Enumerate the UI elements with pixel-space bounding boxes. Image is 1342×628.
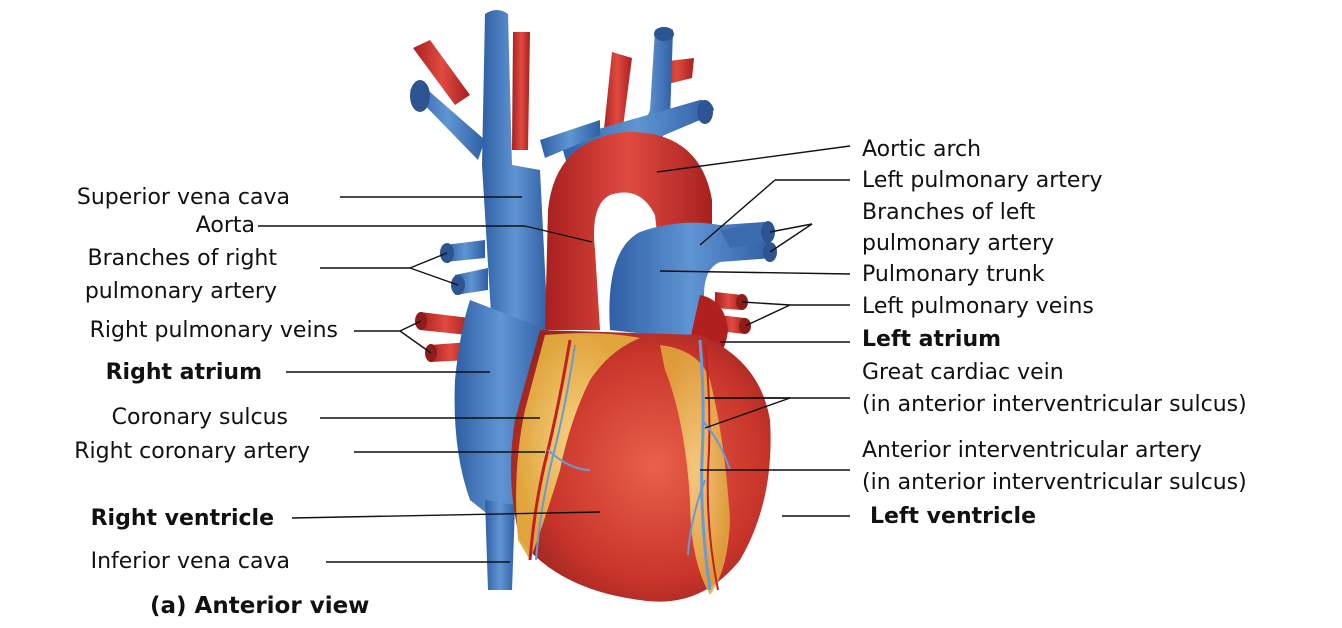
label-great-cardiac-vein-2: (in anterior interventricular sulcus) <box>862 392 1247 418</box>
label-ant-iv-artery-1: Anterior interventricular artery <box>862 438 1202 464</box>
label-branches-left-pa-2: pulmonary artery <box>862 231 1054 257</box>
label-right-ventricle: Right ventricle <box>91 506 274 532</box>
label-great-cardiac-vein-1: Great cardiac vein <box>862 360 1064 386</box>
ventricles-shape <box>511 330 771 602</box>
label-superior-vena-cava: Superior vena cava <box>77 185 290 211</box>
label-left-atrium: Left atrium <box>862 327 1001 353</box>
right-pulmonary-artery-branches <box>440 240 488 295</box>
label-branches-right-pa-1: Branches of right <box>88 246 277 272</box>
label-left-ventricle: Left ventricle <box>870 504 1036 530</box>
figure-caption: (a) Anterior view <box>150 593 369 619</box>
label-branches-right-pa-2: pulmonary artery <box>85 279 277 305</box>
label-right-atrium: Right atrium <box>106 360 262 386</box>
label-coronary-sulcus: Coronary sulcus <box>112 405 288 431</box>
label-inferior-vena-cava: Inferior vena cava <box>91 549 290 575</box>
label-branches-left-pa-1: Branches of left <box>862 200 1035 226</box>
label-aortic-arch: Aortic arch <box>862 137 981 163</box>
label-right-coronary-artery: Right coronary artery <box>74 439 310 465</box>
label-ant-iv-artery-2: (in anterior interventricular sulcus) <box>862 470 1247 496</box>
label-left-pulmonary-veins: Left pulmonary veins <box>862 294 1094 320</box>
label-left-pulmonary-artery: Left pulmonary artery <box>862 168 1103 194</box>
label-right-pulmonary-veins: Right pulmonary veins <box>90 318 338 344</box>
label-aorta: Aorta <box>196 213 255 239</box>
label-pulmonary-trunk: Pulmonary trunk <box>862 262 1045 288</box>
